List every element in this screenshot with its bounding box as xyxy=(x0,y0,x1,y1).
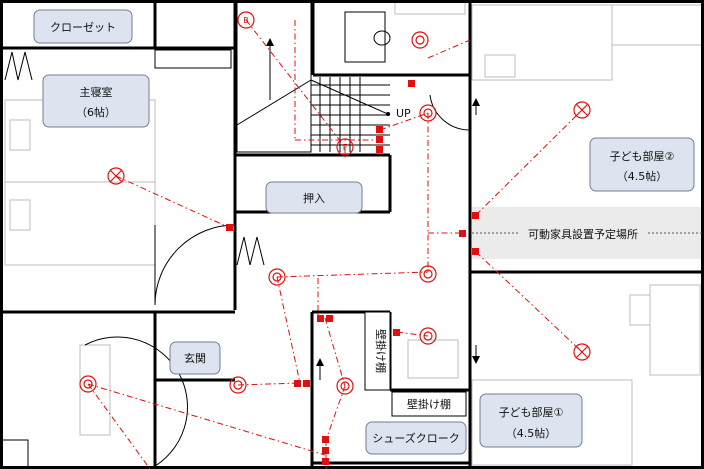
downlight-icon xyxy=(411,31,429,49)
ceiling-light-icon xyxy=(573,101,591,119)
stair-up-dot xyxy=(386,112,390,116)
outlets xyxy=(226,80,479,465)
staircase xyxy=(236,1,391,153)
fan-mark: F xyxy=(343,143,348,152)
master-bedroom-size: （6帖） xyxy=(76,106,116,119)
closet-label: クローゼット xyxy=(50,21,116,34)
kids-room-2-size: （4.5帖） xyxy=(617,170,668,183)
downlight-icon xyxy=(268,268,286,286)
label-closet: クローゼット xyxy=(33,9,133,44)
downlight-icon xyxy=(419,104,437,122)
wiring xyxy=(87,19,583,469)
stair-up-label: UP xyxy=(396,107,411,120)
kids-room-2-name: 子ども部屋② xyxy=(610,149,675,163)
downlight-icon xyxy=(229,376,247,394)
label-wall-shelf-vertical: 壁掛け棚 xyxy=(364,311,391,391)
shoes-cloak-label: シューズクローク xyxy=(372,431,459,445)
ceiling-light-icon xyxy=(107,167,125,185)
label-oshiire: 押入 xyxy=(265,181,363,214)
wall-shelf-vertical-label: 壁掛け棚 xyxy=(374,329,388,373)
folding-doors xyxy=(4,49,265,266)
bracket-light-icon: B xyxy=(237,11,255,29)
label-wall-shelf-horizontal: 壁掛け棚 xyxy=(391,391,467,417)
label-kids-room-1: 子ども部屋① （4.5帖） xyxy=(479,393,583,448)
fan-icon: F xyxy=(336,138,354,156)
oshiire-label: 押入 xyxy=(303,191,325,205)
movable-furniture-note: 可動家具設置予定場所 xyxy=(528,227,638,241)
label-master-bedroom: 主寝室 （6帖） xyxy=(42,74,150,128)
label-kids-room-2: 子ども部屋② （4.5帖） xyxy=(589,137,695,192)
downlight-icon xyxy=(336,377,354,395)
kids-room-1-size: （4.5帖） xyxy=(506,427,557,440)
downlight-icon xyxy=(419,265,437,283)
genkan-label: 玄関 xyxy=(184,351,206,365)
master-bedroom-name: 主寝室 xyxy=(80,85,113,99)
downlight-icon xyxy=(79,375,97,393)
kids-room-1-name: 子ども部屋① xyxy=(499,405,564,419)
downlight-icon xyxy=(419,327,437,345)
ceiling-light-icon xyxy=(573,343,591,361)
bracket-light-mark: B xyxy=(243,16,249,25)
label-genkan: 玄関 xyxy=(169,341,221,375)
label-shoes-cloak: シューズクローク xyxy=(365,421,467,455)
wall-shelf-horizontal-label: 壁掛け棚 xyxy=(407,397,451,411)
